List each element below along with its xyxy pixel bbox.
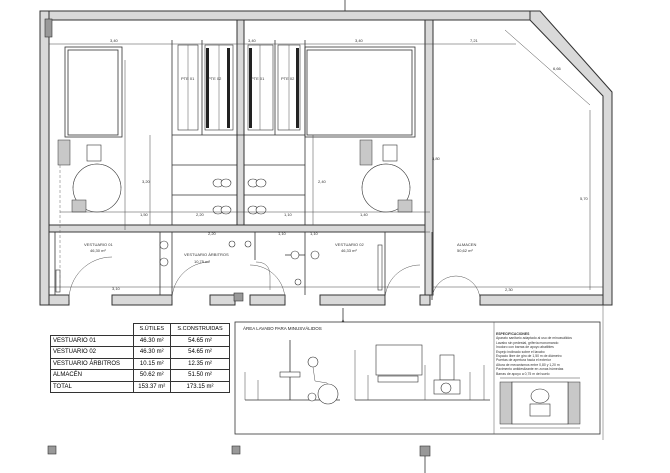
table-row-total: TOTAL 153.37 m² 173.15 m² <box>50 380 230 393</box>
shower-label-3: PTE 01 <box>251 76 265 81</box>
dim-top-1: 3,40 <box>110 38 119 43</box>
note-line: Altura de mecanismos entre 0,80 y 1,20 m <box>496 362 560 367</box>
note-line: Barras de apoyo a 0,75 m del suelo <box>496 371 550 376</box>
dim-side-10: 3,10 <box>112 286 121 291</box>
dim-side-12: 5,70 <box>580 196 589 201</box>
dim-side-8: 1,10 <box>310 231 319 236</box>
row-name: ALMACÉN <box>50 369 134 382</box>
room-name-vestuario2: VESTUARIO 02 <box>335 242 364 247</box>
note-line: Aparato sanitario adaptado al uso de min… <box>496 336 572 341</box>
table-row: VESTUARIO ÁRBITROS 10.15 m² 12.35 m² <box>50 357 230 370</box>
row-name: VESTUARIO ÁRBITROS <box>50 357 134 370</box>
note-line: Lavabo sin pedestal, grifería monomando <box>496 340 559 345</box>
room-name-vestuario1: VESTUARIO 01 <box>84 242 113 247</box>
row-useful: 153.37 m² <box>132 380 172 393</box>
dim-side-1: 3,20 <box>142 179 151 184</box>
area-table-header: S.ÚTILES S.CONSTRUIDAS <box>50 323 230 336</box>
dim-top-4: 7,21 <box>470 38 479 43</box>
doors <box>68 256 481 301</box>
room-area-arbitros: 10,75 m² <box>194 259 210 264</box>
header-useful-area: S.ÚTILES <box>132 323 172 336</box>
dim-side-2: 2,20 <box>196 212 205 217</box>
shower-label-2: PTE 02 <box>208 76 222 81</box>
shower-label-1: PTE 01 <box>181 76 195 81</box>
benches <box>55 240 383 293</box>
room-area-vestuario2: 46,33 m² <box>341 248 357 253</box>
dim-side-3: 1,10 <box>284 212 293 217</box>
accessible-detail-box: ÁREA LAVABO PARA MINUSVÁLIDOS <box>234 321 601 435</box>
note-line: Inodoro con barras de apoyo abatibles <box>496 345 554 350</box>
wc-cubicles <box>57 139 398 215</box>
row-built: 173.15 m² <box>170 380 230 393</box>
dim-side-6: 2,40 <box>318 179 327 184</box>
row-name: VESTUARIO 02 <box>50 346 134 359</box>
row-useful: 10.15 m² <box>132 357 172 370</box>
row-built: 54.65 m² <box>170 346 230 359</box>
row-built: 51.50 m² <box>170 369 230 382</box>
row-useful: 50.62 m² <box>132 369 172 382</box>
specification-notes: ESPECIFICACIONES Aparato sanitario adapt… <box>496 332 594 376</box>
note-line: Pavimento antideslizante en zonas húmeda… <box>496 367 564 372</box>
shower-label-4: PTE 02 <box>281 76 295 81</box>
room-name-arbitros: VESTUARIO ÁRBITROS <box>184 252 229 257</box>
area-summary-table: S.ÚTILES S.CONSTRUIDAS VESTUARIO 01 46.3… <box>50 323 230 393</box>
row-name: VESTUARIO 01 <box>50 334 134 347</box>
note-line: Espejo inclinado sobre el lavabo <box>496 349 545 354</box>
notes-heading: ESPECIFICACIONES <box>496 332 530 336</box>
dim-side-14: 2,30 <box>505 287 514 292</box>
row-built: 54.65 m² <box>170 334 230 347</box>
room-area-almacen: 50,62 m² <box>457 248 473 253</box>
dim-side-5: 2,20 <box>208 231 217 236</box>
turning-circles <box>71 163 413 213</box>
outer-walls <box>39 0 613 306</box>
dim-top-2: 3,40 <box>248 38 257 43</box>
row-useful: 46.30 m² <box>132 346 172 359</box>
dim-top-3: 3,40 <box>355 38 364 43</box>
row-name: TOTAL <box>50 380 134 393</box>
column-markers <box>44 18 604 473</box>
table-row: VESTUARIO 01 46.30 m² 54.65 m² <box>50 334 230 347</box>
row-built: 12.35 m² <box>170 357 230 370</box>
dim-side-11: 3,80 <box>432 156 441 161</box>
table-row: ALMACÉN 50.62 m² 51.50 m² <box>50 369 230 382</box>
note-line: Espacio libre de giro de 1,50 m de diáme… <box>496 354 562 359</box>
dim-side-7: 1,10 <box>278 231 287 236</box>
room-name-almacen: ALMACEN <box>457 242 476 247</box>
dim-side-9: 1,40 <box>360 212 369 217</box>
table-row: VESTUARIO 02 46.30 m² 54.65 m² <box>50 346 230 359</box>
header-built-area: S.CONSTRUIDAS <box>170 323 230 336</box>
shower-cubicles <box>177 44 301 131</box>
room-area-vestuario1: 46,30 m² <box>90 248 106 253</box>
dim-side-4: 1,50 <box>140 212 149 217</box>
row-useful: 46.30 m² <box>132 334 172 347</box>
note-line: Puertas de apertura hacia el exterior <box>496 358 551 363</box>
dimension-lines <box>49 29 603 290</box>
dim-side-13: 6,66 <box>553 66 562 71</box>
detail-title: ÁREA LAVABO PARA MINUSVÁLIDOS <box>243 325 322 331</box>
